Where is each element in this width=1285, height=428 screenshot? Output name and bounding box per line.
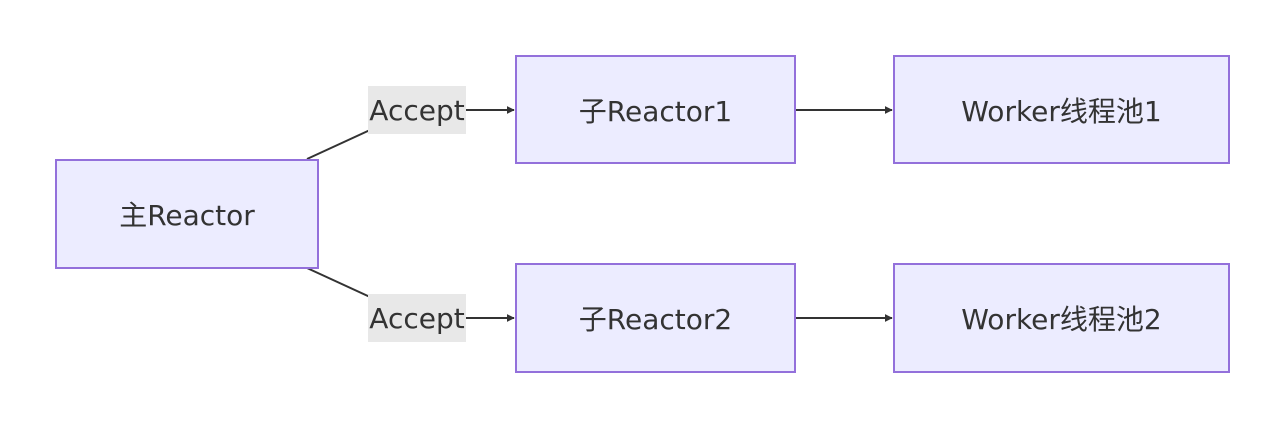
node-sub-reactor-1: 子Reactor1 bbox=[515, 55, 796, 164]
edge-label-accept-2: Accept bbox=[368, 294, 466, 342]
edge-label-accept-1: Accept bbox=[368, 86, 466, 134]
node-worker-pool-2: Worker线程池2 bbox=[893, 263, 1230, 373]
node-worker-pool-1: Worker线程池1 bbox=[893, 55, 1230, 164]
node-main-reactor: 主Reactor bbox=[55, 159, 319, 269]
node-sub-reactor-2: 子Reactor2 bbox=[515, 263, 796, 373]
